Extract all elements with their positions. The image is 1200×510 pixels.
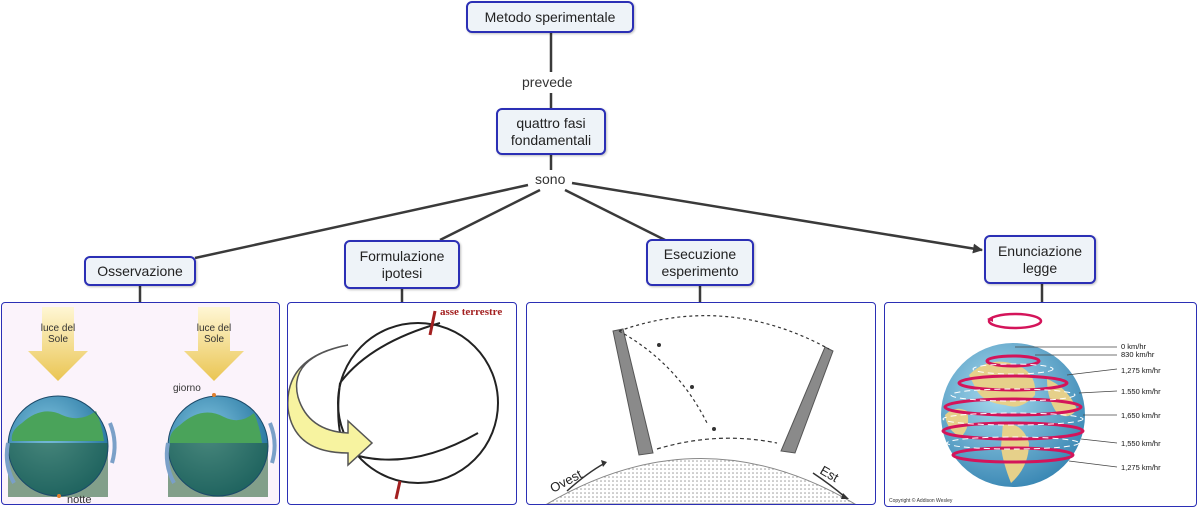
link-label-prevede: prevede xyxy=(520,74,575,90)
speed-label-4: 1,650 km/hr xyxy=(1121,411,1161,420)
globe-right xyxy=(164,393,277,497)
ground-arc xyxy=(546,458,856,504)
west-east-illustration: Ovest Est xyxy=(546,315,856,504)
tower-west xyxy=(612,328,654,456)
link-sono-law xyxy=(571,181,983,254)
globe-left xyxy=(4,395,117,497)
speed-label-2: 1,275 km/hr xyxy=(1121,366,1161,375)
day-label: giorno xyxy=(173,383,201,394)
earth-axis-bottom xyxy=(394,480,402,500)
node-metodo-sperimentale[interactable]: Metodo sperimentale xyxy=(466,1,634,33)
copyright-text: Copyright © Addison Wesley xyxy=(889,497,953,504)
node-quattro-fasi[interactable]: quattro fasi fondamentali xyxy=(496,108,606,155)
sunlight-arrow-right xyxy=(184,307,244,381)
link-sono-experiment xyxy=(564,188,666,242)
east-label: Est xyxy=(818,463,842,486)
speed-label-3: 1.550 km/hr xyxy=(1121,387,1161,396)
tower-east xyxy=(780,346,834,454)
node-formulazione-ipotesi[interactable]: Formulazione ipotesi xyxy=(344,240,460,289)
node-esecuzione-esperimento[interactable]: Esecuzione esperimento xyxy=(646,239,754,286)
panel-hypothesis-image: asse terrestre xyxy=(287,302,517,505)
panel-experiment-image: Ovest Est xyxy=(526,302,876,505)
night-label: notte xyxy=(67,494,91,504)
node-enunciazione-legge[interactable]: Enunciazione legge xyxy=(984,235,1096,284)
trajectory-arc xyxy=(618,315,830,350)
ground-trajectory xyxy=(656,437,778,450)
speed-label-5: 1,550 km/hr xyxy=(1121,439,1161,448)
earth-axis-illustration: asse terrestre xyxy=(288,306,502,500)
panel-law-image: 0 km/hr 830 km/hr 1,275 km/hr 1.550 km/h… xyxy=(884,302,1197,507)
rotation-indicator xyxy=(987,312,1043,330)
rotation-speed-illustration: 0 km/hr 830 km/hr 1,275 km/hr 1.550 km/h… xyxy=(889,312,1161,504)
link-sono-hypothesis xyxy=(439,188,541,242)
rotation-arrow xyxy=(288,344,374,467)
earth-axis-top xyxy=(428,310,437,336)
falling-path xyxy=(618,330,708,424)
earth-globe xyxy=(941,343,1085,487)
axis-label: asse terrestre xyxy=(440,306,502,318)
speed-label-0: 0 km/hr xyxy=(1121,342,1147,351)
node-osservazione[interactable]: Osservazione xyxy=(84,256,196,286)
speed-label-6: 1,275 km/hr xyxy=(1121,463,1161,472)
link-sono-observation xyxy=(194,183,529,260)
speed-label-1: 830 km/hr xyxy=(1121,350,1155,359)
sunlight-arrow-left xyxy=(28,307,88,381)
link-label-sono: sono xyxy=(533,171,568,187)
